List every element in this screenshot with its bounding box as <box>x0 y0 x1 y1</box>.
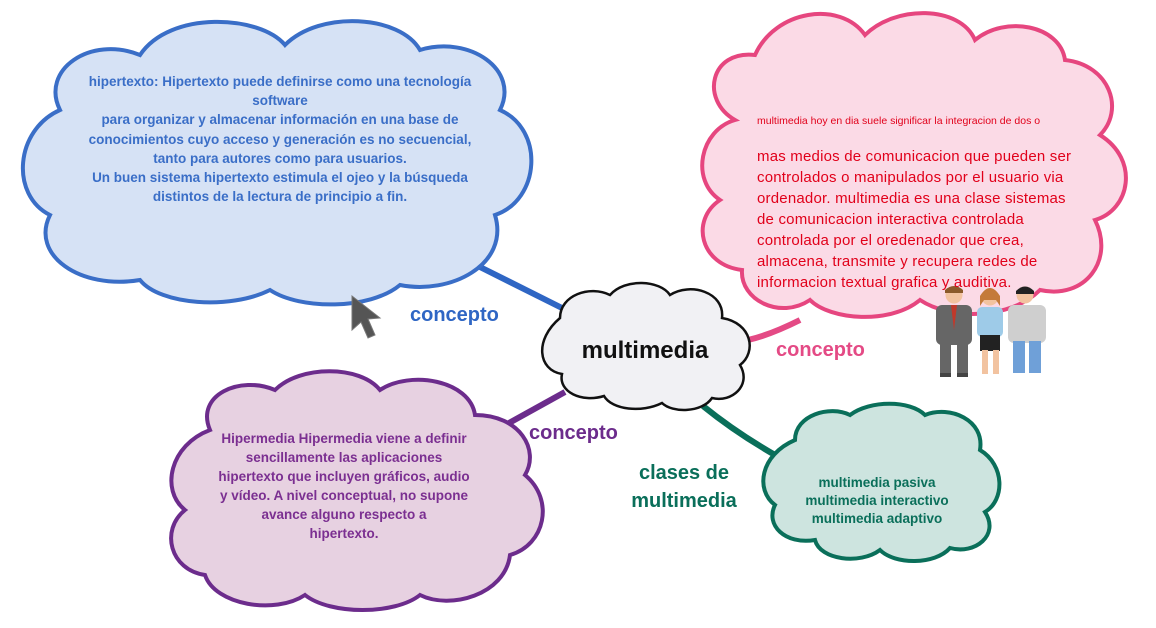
cursor-arrow-icon <box>351 294 382 339</box>
definicion-description: multimedia hoy en dia suele significar l… <box>757 96 1087 311</box>
cloud-central <box>541 281 751 412</box>
connector-clases <box>701 403 777 458</box>
connector-hipermedia <box>498 389 567 431</box>
link-label-hipertexto: concepto <box>410 304 499 326</box>
definicion-text-large: mas medios de comunicacion que pueden se… <box>757 148 1072 291</box>
link-label-hipermedia: concepto <box>529 422 618 444</box>
people-group-icon <box>936 286 1046 377</box>
cloud-hipermedia <box>169 369 545 612</box>
clases-description: multimedia pasiva multimedia interactivo… <box>805 475 949 526</box>
connector-definicion <box>747 317 802 343</box>
cloud-clases <box>761 401 1002 563</box>
cloud-definicion <box>700 11 1128 319</box>
hipermedia-description: Hipermedia Hipermedia viene a definir se… <box>218 431 470 541</box>
definicion-text-small: multimedia hoy en dia suele significar l… <box>757 115 1041 127</box>
hipertexto-description: hipertexto: Hipertexto puede definirse c… <box>88 74 472 205</box>
link-label-definicion: concepto <box>776 339 865 361</box>
link-label-clases: clases de multimedia <box>631 462 737 512</box>
central-node-label: multimedia <box>581 337 709 364</box>
cloud-hipertexto <box>20 19 534 307</box>
connector-hipertexto <box>476 263 568 313</box>
